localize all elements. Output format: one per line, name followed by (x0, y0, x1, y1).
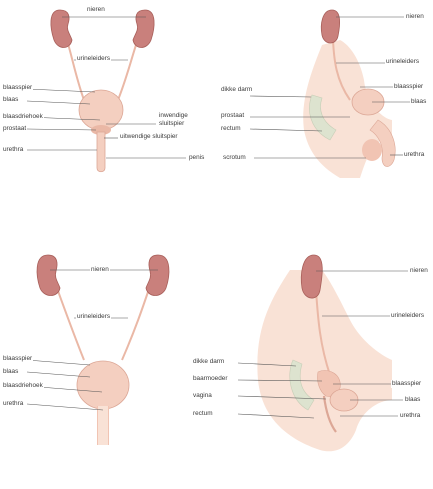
label-male-side-urethra: urethra (403, 151, 425, 159)
male-front-kidney-right (133, 10, 154, 48)
label-female-front-blaasspier: blaasspier (2, 355, 33, 363)
label-male-front-inwendige-1: inwendige (158, 112, 189, 120)
label-male-front-prostaat: prostaat (2, 125, 27, 133)
label-male-front-uitwendige-sluitspier: uitwendige sluitspier (119, 133, 179, 141)
label-male-side-blaas: blaas (410, 98, 427, 106)
label-male-side-rectum: rectum (220, 125, 242, 133)
label-male-front-blaasspier: blaasspier (2, 84, 33, 92)
label-male-side-prostaat: prostaat (220, 112, 245, 120)
label-male-side-blaasspier: blaasspier (393, 83, 424, 91)
label-female-side-blaas: blaas (404, 396, 421, 404)
label-male-front-blaasdriehoek: blaasdriehoek (2, 113, 44, 121)
label-male-side-urineleiders: urineleiders (385, 58, 420, 66)
female-front-bladder (77, 361, 129, 409)
label-male-front-urethra: urethra (2, 146, 24, 154)
label-female-side-nieren: nieren (409, 267, 429, 275)
label-female-front-blaasdriehoek: blaasdriehoek (2, 382, 44, 390)
label-male-front-penis: penis (188, 154, 205, 162)
female-front-kidney-left (37, 255, 60, 296)
male-front-urethra (97, 132, 105, 172)
label-female-side-urineleiders: urineleiders (390, 312, 425, 320)
male-side-figure (303, 10, 395, 178)
label-female-front-urineleiders: urineleiders (76, 313, 111, 321)
male-front-kidney-left (51, 10, 72, 48)
female-side-kidney (301, 255, 322, 298)
label-male-side-dikke-darm: dikke darm (220, 86, 253, 94)
label-female-side-blaasspier: blaasspier (391, 380, 422, 388)
female-front-kidney-right (146, 255, 169, 296)
label-female-side-baarmoeder: baarmoeder (192, 375, 228, 383)
label-female-front-nieren: nieren (90, 266, 110, 274)
female-front-figure (37, 255, 169, 445)
label-female-side-vagina: vagina (192, 392, 213, 400)
label-male-front-inwendige-2: sluitspier (158, 120, 185, 128)
label-male-front-urineleiders: urineleiders (76, 55, 111, 63)
female-front-urethra-fill (98, 406, 108, 445)
label-male-front-nieren: nieren (86, 6, 106, 14)
label-female-side-rectum: rectum (192, 410, 214, 418)
female-side-figure (257, 255, 392, 451)
label-male-side-nieren: nieren (405, 13, 425, 21)
label-female-side-dikke-darm: dikke darm (192, 358, 225, 366)
label-female-side-urethra: urethra (399, 412, 421, 420)
label-male-side-scrotum: scrotum (222, 154, 247, 162)
male-side-kidney (321, 10, 339, 43)
label-male-front-blaas: blaas (2, 96, 19, 104)
label-female-front-urethra: urethra (2, 400, 24, 408)
label-female-front-blaas: blaas (2, 368, 19, 376)
